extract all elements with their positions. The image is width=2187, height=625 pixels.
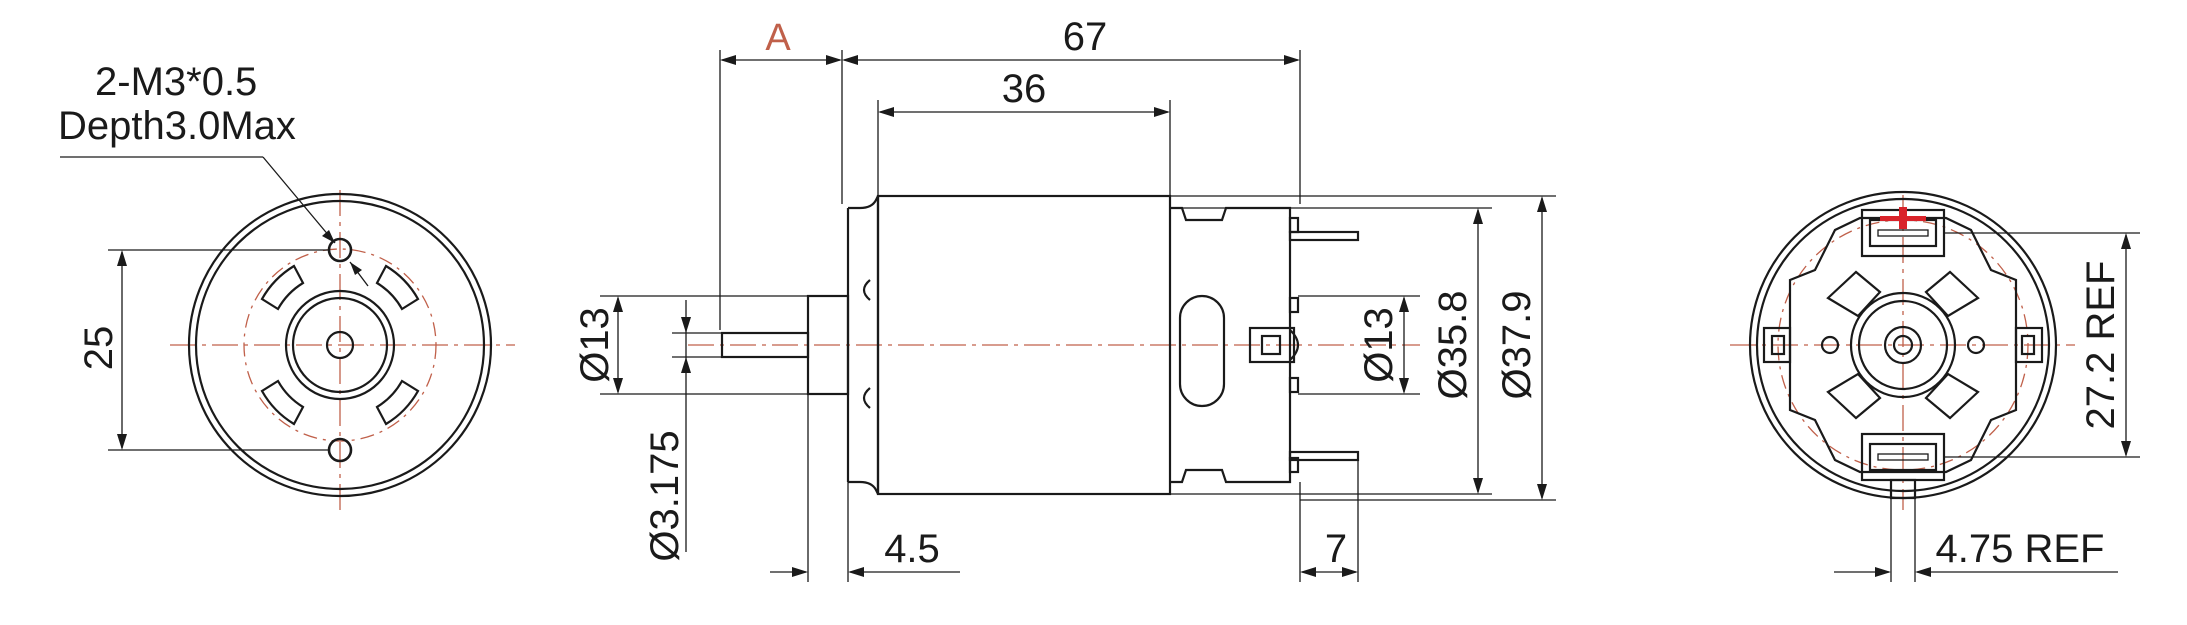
dim-475-arrow-right	[1915, 567, 1931, 577]
terminal-bottom-contact	[1877, 453, 1929, 461]
rear-side-slot-right	[2014, 326, 2044, 364]
dim-d13-left-arrow-bottom	[613, 378, 623, 394]
dim-d13-right-label: Ø13	[1357, 307, 1401, 383]
dim-45-arrow-right	[848, 567, 864, 577]
dim-475-arrow-left	[1875, 567, 1891, 577]
dim-67-arrow-right	[1284, 55, 1300, 65]
rear-vent-lower-left	[1826, 372, 1882, 420]
dim-a-arrow-left	[720, 55, 736, 65]
thread-note-leader-line	[262, 156, 336, 244]
dim-475-label: 4.75 REF	[1936, 527, 2105, 571]
thread-leader-arrowhead	[322, 230, 335, 243]
dim-36-label: 36	[1002, 67, 1047, 111]
rear-tab	[1288, 456, 1300, 474]
dim-272-arrow-bottom	[2121, 441, 2131, 457]
dim-d379-arrow-top	[1537, 196, 1547, 212]
dim-67-arrow-left	[842, 55, 858, 65]
front-cap-bumps	[862, 279, 871, 409]
rear-end-view: 27.2 REF 4.75 REF	[1730, 190, 2140, 582]
rear-housing-inner-circle	[1755, 197, 2051, 493]
dim-d379-label: Ø37.9	[1495, 291, 1539, 400]
rear-side-slot-left	[1762, 326, 1792, 364]
side-view: A 67 36 Ø13 Ø3.175 4.5	[573, 15, 1556, 582]
rear-bearing-inner	[1260, 334, 1282, 356]
dim-a-label: A	[765, 17, 791, 59]
dim-d379-arrow-bottom	[1537, 484, 1547, 500]
mounting-pitch-circle	[243, 248, 437, 442]
rear-rivet-left	[1820, 335, 1840, 355]
rear-vent-upper-right	[1924, 270, 1980, 318]
dim-d358-arrow-top	[1473, 208, 1483, 224]
dim-d13-right-arrow-bottom	[1399, 378, 1409, 394]
terminal-top-contact	[1877, 229, 1929, 237]
dim-d13-left-label: Ø13	[573, 307, 617, 383]
rear-vent-lower-right	[1924, 372, 1980, 420]
dim-a-arrow-right	[826, 55, 842, 65]
vent-slot-upper-left	[260, 264, 305, 311]
dim-7-label: 7	[1325, 527, 1347, 571]
dim-67-label: 67	[1063, 15, 1108, 59]
dim-d358-arrow-bottom	[1473, 478, 1483, 494]
dim-272-arrow-top	[2121, 233, 2131, 249]
dim-7-arrow-left	[1300, 567, 1316, 577]
thread-note-line2: Depth3.0Max	[58, 104, 296, 148]
rear-shaft-inner-circle	[1892, 334, 1914, 356]
terminal-bottom	[1288, 450, 1360, 462]
rear-rivet-right	[1966, 335, 1986, 355]
rear-tab	[1288, 216, 1300, 234]
dim-d3175-label: Ø3.175	[643, 430, 687, 561]
rear-bearing-curve	[1289, 329, 1300, 361]
dim-25-arrow-top	[117, 250, 127, 266]
thread-note-line1: 2-M3*0.5	[95, 60, 257, 104]
rear-tab	[1288, 376, 1300, 394]
dim-25-label: 25	[77, 326, 121, 371]
rear-vent-upper-left	[1826, 270, 1882, 318]
terminal-bottom-inner	[1868, 442, 1938, 472]
brush-holder-frame	[1788, 216, 2018, 474]
rear-end-cap	[1170, 206, 1292, 484]
dim-7-arrow-right	[1342, 567, 1358, 577]
thread-leader-arrowhead	[350, 262, 362, 275]
rear-side-slot-left-inner	[1770, 334, 1786, 356]
front-end-view: 2-M3*0.5 Depth3.0Max 25	[58, 60, 515, 512]
front-housing-outer-circle	[187, 192, 493, 498]
dim-d13-left-arrow-top	[613, 296, 623, 312]
terminal-top	[1288, 230, 1360, 242]
dim-36-arrow-right	[1154, 107, 1170, 117]
terminal-bottom-tab	[1889, 478, 1917, 500]
rear-boss-outer-circle	[1849, 291, 1957, 399]
dim-36-arrow-left	[878, 107, 894, 117]
vent-slot-upper-right	[375, 264, 420, 311]
front-boss-outer-circle	[284, 289, 396, 401]
rear-side-slot-right-inner	[2020, 334, 2036, 356]
dim-25-arrow-bottom	[117, 434, 127, 450]
shaft-end-circle	[325, 330, 355, 360]
vent-slot-lower-right	[375, 379, 420, 426]
rear-shaft-circle	[1883, 325, 1923, 365]
rear-boss-inner-circle	[1857, 299, 1949, 391]
dim-45-arrow-left	[792, 567, 808, 577]
rear-tab	[1288, 296, 1300, 314]
positive-polarity-mark	[1899, 207, 1907, 229]
vent-slot-lower-left	[260, 379, 305, 426]
dim-272-label: 27.2 REF	[2079, 261, 2123, 430]
dim-d3175-arrow-top	[681, 317, 691, 333]
rear-vent-slot	[1178, 294, 1226, 408]
dim-d13-right-arrow-top	[1399, 296, 1409, 312]
rear-bearing-housing	[1248, 326, 1296, 364]
front-boss-inner-circle	[291, 296, 389, 394]
dim-d3175-arrow-bottom	[681, 357, 691, 373]
dim-45-label: 4.5	[884, 527, 940, 571]
front-housing-inner-circle	[194, 199, 486, 491]
motor-can-body	[876, 194, 1172, 496]
dim-d358-label: Ø35.8	[1431, 291, 1475, 400]
